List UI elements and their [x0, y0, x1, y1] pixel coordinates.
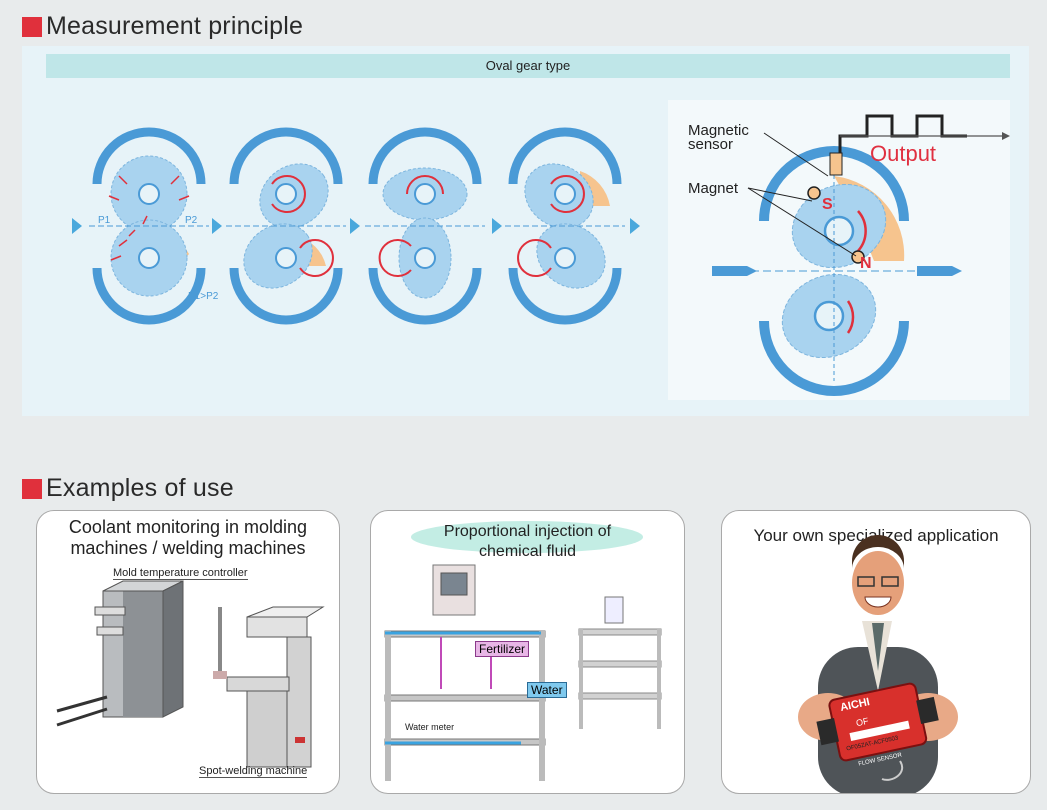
water-callout: Water: [527, 682, 567, 698]
principle-heading-text: Measurement principle: [46, 12, 304, 40]
card2-title-line2: chemical fluid: [479, 543, 576, 560]
mold-controller-label: Mold temperature controller: [113, 567, 248, 580]
example-card-specialized: Your own specialized application AICHI O…: [721, 510, 1031, 794]
gear-stage-4: [505, 127, 625, 325]
magnetic-sensor-label-1: Magnetic: [688, 122, 749, 139]
gear-stage-3: [365, 127, 485, 325]
water-meter-label: Water meter: [405, 722, 455, 732]
examples-heading: Examples of use: [22, 474, 234, 503]
flow-arrow-icon: [350, 218, 360, 234]
heading-marker: [22, 478, 42, 499]
magnetic-sensor-block: [829, 152, 843, 176]
magnetic-sensor-label-2: sensor: [688, 136, 733, 153]
sensor-detail-diagram: [739, 146, 929, 396]
flow-arrow-icon: [212, 218, 222, 234]
p2-label: P2: [185, 215, 198, 226]
oval-gear-diagram: P1 P2 P1>P2: [72, 114, 1010, 396]
panel-title: Oval gear type: [46, 54, 1010, 78]
card1-title-line1: Coolant monitoring in molding: [68, 517, 308, 537]
p1-label: P1: [98, 215, 111, 226]
magnet-label: Magnet: [688, 180, 739, 197]
gear-stage-1: [89, 127, 209, 325]
pole-s-label: S: [822, 196, 833, 213]
examples-heading-text: Examples of use: [46, 474, 234, 502]
heading-marker: [22, 16, 42, 37]
chemical-injection-illustration: [384, 521, 662, 781]
fertilizer-callout: Fertilizer: [475, 641, 530, 657]
molding-machines-illustration: [56, 580, 325, 768]
outlet-arrow-icon: [917, 266, 962, 276]
person-holding-sensor-photo: [798, 535, 958, 793]
measurement-principle-panel: Oval gear type P: [22, 46, 1029, 416]
card2-title-line1: Proportional injection of: [443, 523, 612, 540]
pole-n-label: N: [860, 255, 872, 272]
flow-arrow-icon: [72, 218, 82, 234]
spot-welding-label: Spot-welding machine: [199, 765, 308, 778]
principle-heading: Measurement principle: [22, 12, 303, 41]
inlet-arrow-icon: [712, 266, 757, 276]
magnet-n-marker: [851, 250, 865, 264]
example-card-chemical: Proportional injection of chemical fluid…: [370, 510, 685, 794]
pressure-relation-label: P1>P2: [188, 291, 219, 302]
flow-arrow-icon: [630, 218, 640, 234]
gear-stage-2: [226, 127, 346, 325]
magnet-s-marker: [807, 186, 821, 200]
example-card-coolant: Coolant monitoring in molding machines /…: [36, 510, 340, 794]
flow-arrows: [72, 218, 640, 234]
output-label: Output: [870, 141, 936, 166]
card1-title-line2: machines / welding machines: [70, 538, 306, 558]
flow-arrow-icon: [492, 218, 502, 234]
